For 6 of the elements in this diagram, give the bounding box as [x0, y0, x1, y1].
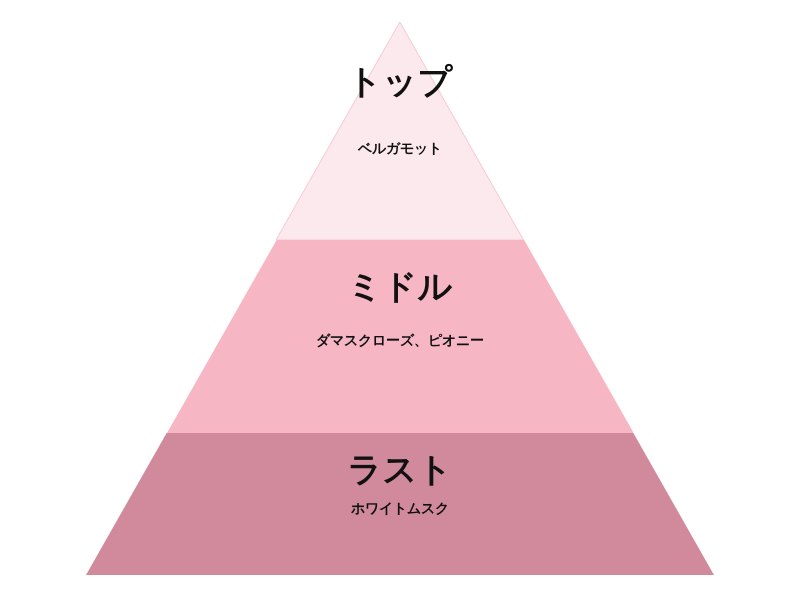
note-list: ダマスクローズ、ピオニー: [166, 332, 634, 350]
note-list: ホワイトムスク: [86, 500, 714, 518]
tier-heading: ラスト: [346, 450, 454, 490]
tier-heading: トップ: [346, 62, 454, 102]
note-list: ベルガモット: [276, 140, 524, 158]
tier-heading: ミドル: [346, 267, 454, 307]
